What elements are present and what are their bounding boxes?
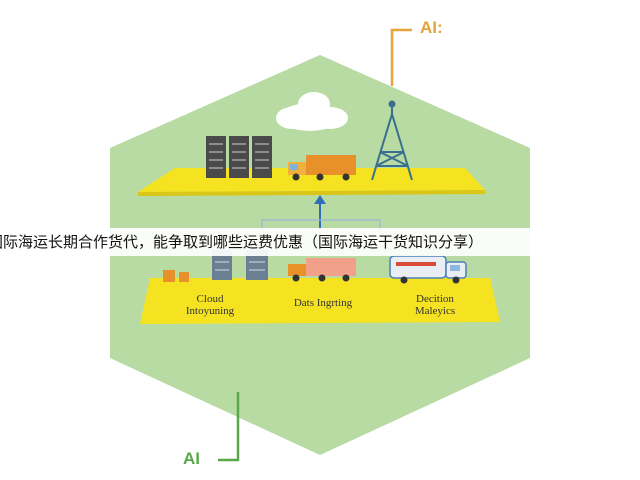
bottom-connector-line [218, 392, 240, 462]
up-arrow-icon [314, 195, 326, 230]
server-rack-icon [206, 136, 272, 178]
server-rack-lower-icon [212, 250, 268, 280]
ai-top-label: AI: [420, 18, 443, 37]
van-icon [389, 255, 467, 284]
cloud-icon [276, 92, 348, 131]
cloud-label: Cloud Intoyuning [185, 293, 235, 317]
box-icon [163, 270, 189, 282]
data-label: Dats Ingrting [293, 297, 353, 309]
ai-bottom-label: AI [183, 449, 200, 468]
top-connector-line [390, 28, 412, 86]
cell-tower-icon [371, 100, 413, 181]
title-banner: 国际海运长期合作货代，能争取到哪些运费优惠（国际海运干货知识分享） [0, 228, 640, 256]
decision-label: Decition Maleyics [414, 293, 456, 317]
lower-platform [140, 278, 500, 324]
truck-lower-icon [288, 258, 356, 282]
truck-icon [288, 155, 356, 181]
